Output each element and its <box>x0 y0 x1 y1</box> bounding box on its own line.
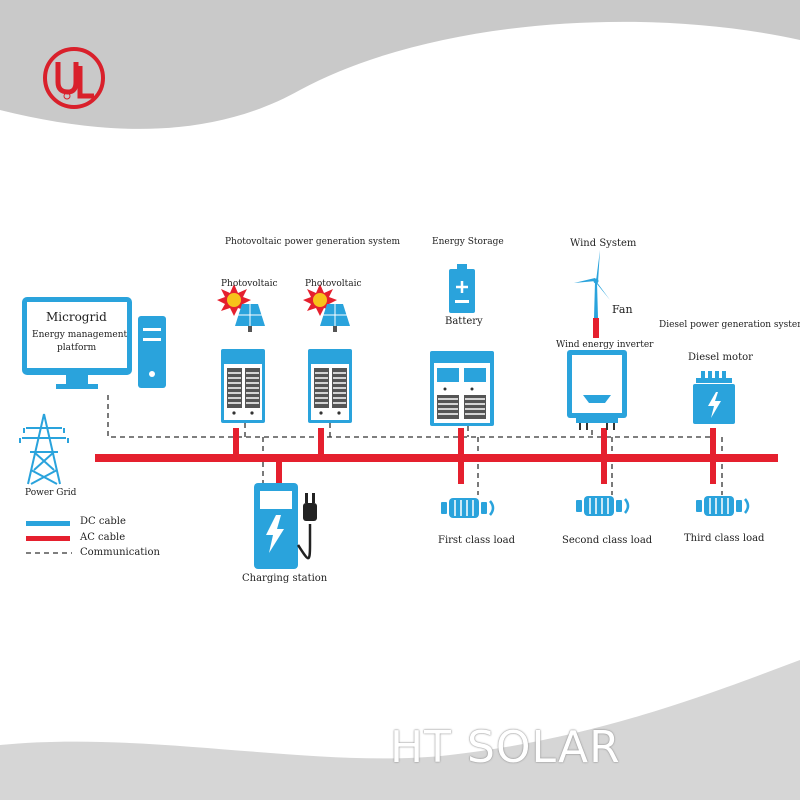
charging-station-icon <box>254 483 312 569</box>
inverter-cabinet-icon <box>221 349 265 423</box>
battery-label: Battery <box>445 316 483 327</box>
energy-storage-label: Energy Storage <box>432 237 504 247</box>
ac-bus-line <box>95 454 778 462</box>
power-tower-icon <box>19 413 69 485</box>
monitor-icon <box>22 297 132 389</box>
wind-turbine-icon <box>574 250 610 318</box>
load-icon <box>696 496 750 516</box>
top-background-band <box>0 0 800 129</box>
wind-inverter-label: Wind energy inverter <box>556 340 654 350</box>
legend-ac-label: AC cable <box>80 532 126 543</box>
ac-connections <box>233 318 716 484</box>
pv1-label: Photovoltaic <box>221 279 278 289</box>
legend-comm-label: Communication <box>80 547 160 558</box>
solar-panel-icon <box>320 304 350 332</box>
fan-label: Fan <box>612 303 633 316</box>
diesel-generator-icon <box>693 371 735 424</box>
wind-inverter-icon <box>567 350 627 430</box>
storage-cabinet-icon <box>430 351 494 426</box>
first-load-label: First class load <box>438 535 516 546</box>
pv-system-label: Photovoltaic power generation system <box>225 237 401 247</box>
legend-dc-label: DC cable <box>80 516 126 527</box>
third-load-label: Third class load <box>684 533 765 544</box>
second-load-label: Second class load <box>562 535 653 546</box>
load-icon <box>576 496 630 516</box>
diesel-system-label: Diesel power generation system <box>659 320 800 330</box>
ul-logo-icon <box>43 47 105 109</box>
watermark: HT SOLAR <box>390 722 621 773</box>
solar-panel-icon <box>235 304 265 332</box>
legend-dc-swatch <box>26 521 70 526</box>
legend-swatches <box>26 521 72 554</box>
microgrid-line2: platform <box>57 343 97 353</box>
wind-system-label: Wind System <box>570 238 637 249</box>
microgrid-title: Microgrid <box>46 310 107 324</box>
inverter-cabinet-icon <box>308 349 352 423</box>
charging-station-label: Charging station <box>242 573 328 584</box>
battery-icon <box>449 264 475 313</box>
legend-ac-swatch <box>26 536 70 541</box>
pv2-label: Photovoltaic <box>305 279 362 289</box>
diesel-motor-label: Diesel motor <box>688 352 753 363</box>
bottom-background-band <box>0 660 800 800</box>
power-grid-label: Power Grid <box>25 488 77 498</box>
load-icon <box>441 498 495 518</box>
communication-lines <box>107 395 723 495</box>
computer-tower-icon <box>138 316 166 388</box>
microgrid-line1: Energy management <box>32 330 128 340</box>
plug-icon <box>303 493 317 521</box>
